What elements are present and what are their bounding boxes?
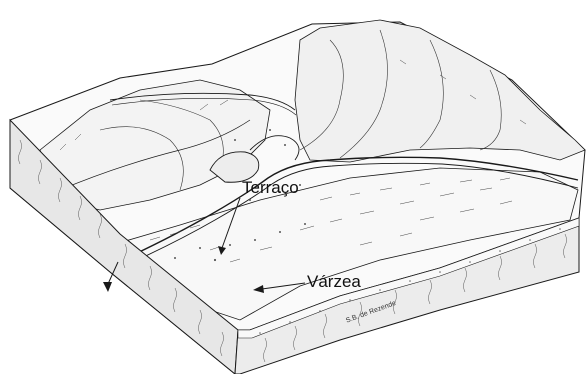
terrace-label: Terraço [242, 178, 299, 198]
right-hill [295, 20, 585, 162]
floodplain-label: Várzea [307, 272, 361, 292]
outflow-arrow [103, 282, 112, 292]
